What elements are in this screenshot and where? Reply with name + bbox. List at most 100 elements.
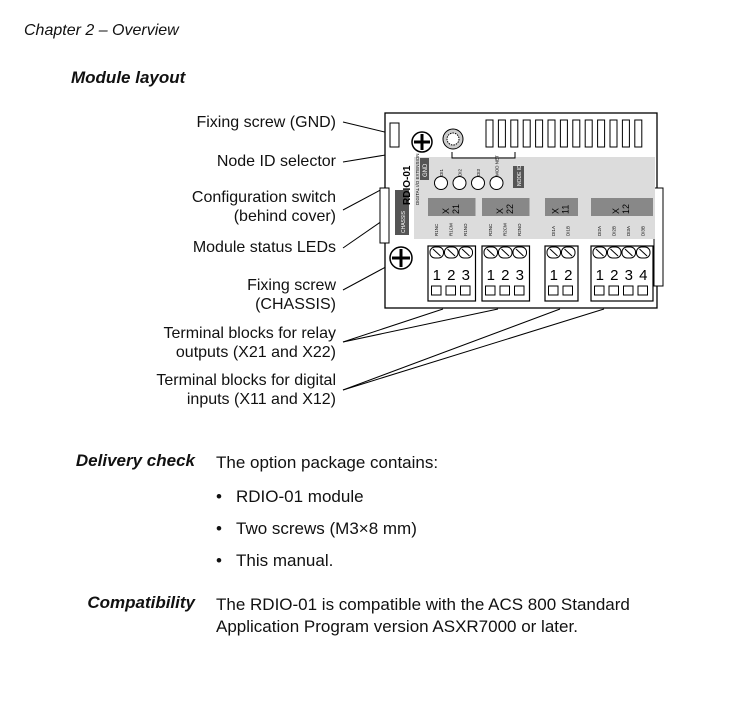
compatibility-text: The RDIO-01 is compatible with the ACS 8…: [216, 594, 630, 638]
connector-pin-label: DI3A: [626, 226, 631, 236]
status-led: [434, 176, 448, 190]
connector-number-label: 11: [561, 205, 571, 214]
terminal-opening: [594, 285, 605, 296]
module-layout-heading: Module layout: [71, 68, 186, 87]
vent-slot: [497, 119, 506, 148]
callout-relay-terminal-blocks: Terminal blocks for relay outputs (X21 a…: [164, 324, 337, 362]
terminal-screw-slot: [624, 248, 633, 257]
status-led: [471, 176, 485, 190]
vent-slots: [485, 119, 643, 148]
leader-digital-x11: [342, 308, 561, 391]
connector-header-bg: [591, 198, 653, 216]
chassis-label: CHASSIS: [401, 210, 407, 233]
terminal-screw-slot: [515, 248, 524, 257]
terminal-screw-slot: [461, 248, 470, 257]
status-led-label: MOD NET: [495, 155, 500, 176]
vent-slot: [535, 119, 544, 148]
module-diagram: CHASSIS RDIO-01 DIGITAL I/O EXTENSION GN…: [342, 112, 664, 391]
terminal-opening: [514, 285, 525, 296]
terminal-opening: [608, 285, 619, 296]
terminal-screw-slot: [595, 248, 604, 257]
callout-digital-terminal-blocks-line2: inputs (X11 and X12): [186, 391, 336, 408]
terminal-number: 3: [625, 267, 633, 284]
terminal-number: 1: [433, 267, 441, 284]
connector-header-bg: [545, 198, 578, 216]
terminal-opening: [562, 285, 573, 296]
gnd-label-bg: [420, 158, 429, 180]
terminal-screw-slot: [610, 248, 619, 257]
callout-configuration-switch-line2: (behind cover): [233, 208, 336, 225]
terminal-number: 2: [610, 267, 618, 284]
vent-slot: [634, 119, 643, 148]
callout-relay-terminal-blocks-line2: outputs (X21 and X22): [175, 344, 336, 361]
connector-pin-label: DI1A: [551, 226, 556, 236]
callout-module-status-leds: Module status LEDs: [192, 239, 336, 256]
node-id-selector-dial: [446, 132, 460, 146]
callout-fixing-screw-gnd: Fixing screw (GND): [196, 114, 336, 131]
leader-relay-x21: [342, 308, 444, 343]
connector-pin-label: R2NC: [488, 223, 493, 236]
connector-pin-label: R1NC: [434, 223, 439, 236]
callout-digital-terminal-blocks: Terminal blocks for digital inputs (X11 …: [156, 371, 336, 409]
terminal-opening: [445, 285, 456, 296]
connector-pin-label: DI2B: [612, 226, 617, 236]
compatibility-text-line1: The RDIO-01 is compatible with the ACS 8…: [216, 595, 630, 614]
terminal-screw-slot: [486, 248, 495, 257]
board-left-tab: [379, 187, 390, 244]
connector-header-bg: [482, 198, 530, 216]
node-id-label: NODE ID: [517, 165, 523, 186]
gnd-label: GND: [423, 163, 429, 177]
callout-fixing-screw-chassis-line2: (CHASSIS): [255, 296, 336, 313]
status-led: [489, 176, 504, 190]
status-led-label: DI1: [439, 169, 444, 177]
terminal-opening: [431, 285, 442, 296]
terminal-number: 2: [447, 267, 455, 284]
terminal-opening: [637, 285, 648, 296]
connector-number-label: 21: [451, 204, 461, 214]
terminal-opening: [548, 285, 559, 296]
terminal-number: 1: [487, 267, 495, 284]
terminal-number: 2: [501, 267, 509, 284]
delivery-item: RDIO-01 module: [216, 486, 363, 508]
vent-slot: [547, 119, 556, 148]
connector-pin-label: DI1B: [566, 226, 571, 236]
connector-x-label: X: [551, 208, 561, 214]
terminal-number: 1: [596, 267, 604, 284]
delivery-check-heading: Delivery check: [75, 451, 195, 470]
vent-slot: [609, 119, 618, 148]
delivery-item: Two screws (M3×8 mm): [216, 518, 417, 540]
leader-relay-x22: [342, 308, 499, 343]
status-led-label: DI3: [476, 169, 481, 177]
node-id-label-bg: [513, 166, 524, 188]
callout-fixing-screw-chassis-line1: Fixing screw: [247, 277, 336, 294]
terminal-screw-slot: [564, 248, 573, 257]
terminal-screw-slot: [549, 248, 558, 257]
terminal-opening: [623, 285, 634, 296]
connector-pin-label: R2NO: [517, 223, 522, 236]
leader-digital-x12: [342, 308, 605, 391]
vent-slot: [572, 119, 581, 148]
terminal-opening: [460, 285, 471, 296]
connector-number-label: 22: [505, 204, 515, 214]
terminal-number: 2: [564, 267, 572, 284]
terminal-number: 3: [516, 267, 524, 284]
callout-digital-terminal-blocks-line1: Terminal blocks for digital: [156, 372, 336, 389]
connector-x-label: X: [441, 208, 451, 214]
connector-number-label: 12: [621, 204, 631, 214]
compatibility-text-line2: Application Program version ASXR7000 or …: [216, 617, 578, 636]
callout-node-id-selector: Node ID selector: [216, 153, 336, 170]
connector-pin-label: R1NO: [463, 223, 468, 236]
vent-slot: [510, 119, 519, 148]
board-subtitle: DIGITAL I/O EXTENSION: [415, 153, 420, 205]
chassis-label-bg: [395, 190, 409, 235]
board-title: RDIO-01: [402, 165, 413, 205]
terminal-screw-slot: [501, 248, 510, 257]
callout-relay-terminal-blocks-line1: Terminal blocks for relay: [163, 325, 337, 342]
vent-slot: [522, 119, 531, 148]
callout-fixing-screw-chassis: Fixing screw (CHASSIS): [247, 276, 336, 314]
terminal-number: 3: [462, 267, 470, 284]
